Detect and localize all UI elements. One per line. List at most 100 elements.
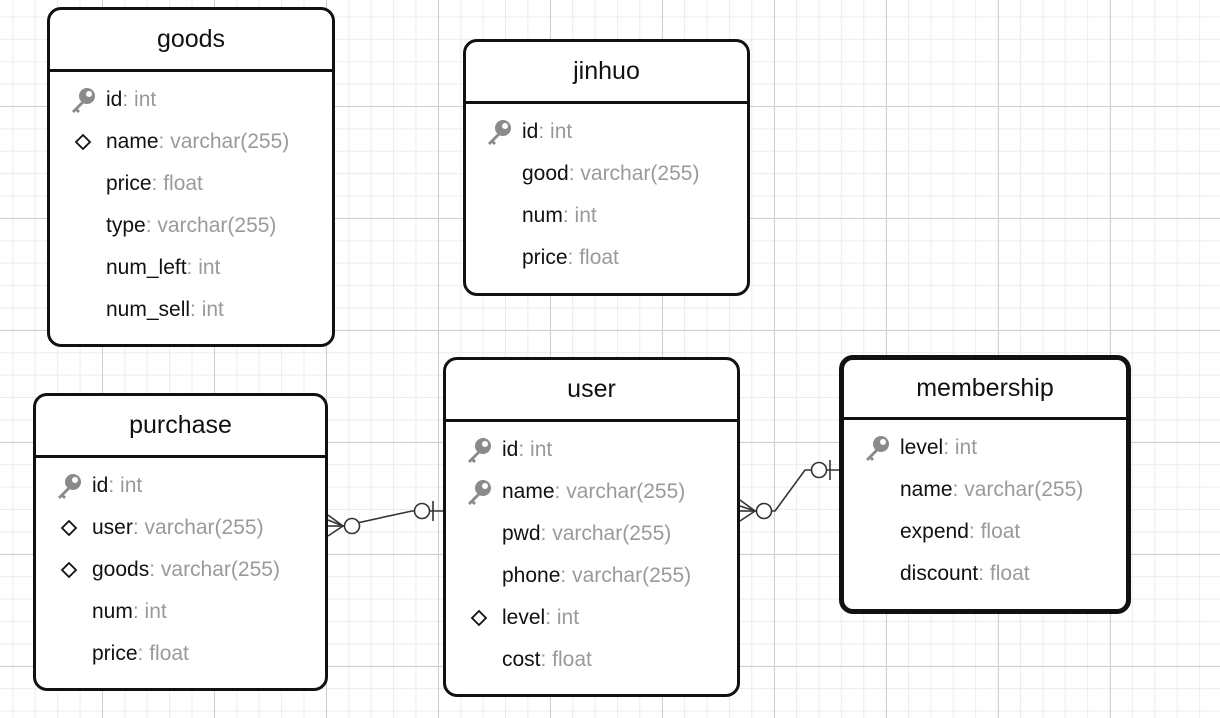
attribute-text: num: int: [92, 591, 167, 633]
attribute-row[interactable]: discount: float: [844, 553, 1126, 595]
attribute-name: level: [502, 606, 546, 629]
attribute-name: num_left: [106, 256, 187, 279]
crowfoot-lower: [739, 510, 756, 522]
key-icon: [862, 427, 892, 469]
attribute-text: expend: float: [900, 511, 1020, 553]
relationship-user-membership[interactable]: [739, 460, 839, 522]
attribute-type: : int: [562, 204, 597, 227]
attribute-text: price: float: [92, 633, 189, 675]
attribute-row[interactable]: level: int: [844, 427, 1126, 469]
relationship-purchase-user[interactable]: [327, 501, 443, 537]
attribute-row[interactable]: name: varchar(255): [844, 469, 1126, 511]
attribute-row[interactable]: name: varchar(255): [50, 121, 332, 163]
attribute-type: : varchar(255): [952, 478, 1084, 501]
attribute-name: pwd: [502, 522, 541, 545]
zero-circle-many-end: [755, 502, 773, 520]
key-icon: [464, 429, 494, 471]
attribute-row[interactable]: good: varchar(255): [466, 153, 747, 195]
attribute-type: : varchar(255): [149, 558, 280, 581]
attribute-name: good: [522, 162, 569, 185]
attribute-row[interactable]: price: float: [50, 163, 332, 205]
attribute-row[interactable]: num_left: int: [50, 247, 332, 289]
attribute-row[interactable]: type: varchar(255): [50, 205, 332, 247]
entity-title: goods: [50, 10, 332, 72]
attribute-name: price: [522, 246, 568, 269]
attribute-type: : float: [540, 648, 592, 671]
crowfoot-upper: [739, 499, 756, 512]
attribute-type: : varchar(255): [554, 480, 686, 503]
attribute-text: pwd: varchar(255): [502, 513, 671, 555]
attribute-text: num: int: [522, 195, 597, 237]
attribute-name: id: [106, 88, 123, 111]
attribute-text: id: int: [106, 79, 156, 121]
attribute-row[interactable]: id: int: [446, 429, 737, 471]
attribute-row[interactable]: level: int: [446, 597, 737, 639]
zero-circle-many-end: [343, 517, 361, 535]
entity-title: jinhuo: [466, 42, 747, 104]
attribute-text: user: varchar(255): [92, 507, 264, 549]
attribute-type: : int: [190, 298, 224, 321]
attribute-text: price: float: [106, 163, 203, 205]
attribute-name: num_sell: [106, 298, 191, 321]
diamond-icon: [470, 597, 488, 639]
attribute-name: name: [106, 130, 159, 153]
diamond-icon: [74, 121, 92, 163]
attribute-type: : varchar(255): [145, 214, 277, 237]
attribute-name: price: [92, 642, 138, 665]
key-icon: [54, 465, 84, 507]
attribute-text: level: int: [502, 597, 579, 639]
attribute-type: : int: [122, 88, 157, 111]
attribute-text: discount: float: [900, 553, 1030, 595]
attribute-text: id: int: [522, 111, 572, 153]
attribute-name: num: [522, 204, 563, 227]
zero-circle-one-end: [413, 502, 431, 520]
attribute-type: : float: [151, 172, 203, 195]
attribute-text: price: float: [522, 237, 619, 279]
attribute-row[interactable]: phone: varchar(255): [446, 555, 737, 597]
attribute-name: level: [900, 436, 944, 459]
attribute-name: price: [106, 172, 152, 195]
relationship-line: [327, 510, 443, 527]
attribute-row[interactable]: user: varchar(255): [36, 507, 325, 549]
attribute-row[interactable]: name: varchar(255): [446, 471, 737, 513]
attribute-row[interactable]: id: int: [466, 111, 747, 153]
attribute-name: discount: [900, 562, 979, 585]
attribute-row[interactable]: price: float: [466, 237, 747, 279]
attribute-type: : float: [567, 246, 619, 269]
crowfoot-lower: [327, 525, 344, 537]
attribute-row[interactable]: cost: float: [446, 639, 737, 681]
attribute-type: : int: [518, 438, 553, 461]
attribute-name: phone: [502, 564, 561, 587]
attribute-text: good: varchar(255): [522, 153, 699, 195]
attribute-row[interactable]: price: float: [36, 633, 325, 675]
key-icon: [464, 471, 494, 513]
attribute-row[interactable]: id: int: [50, 79, 332, 121]
attribute-type: : int: [186, 256, 221, 279]
attribute-name: num: [92, 600, 133, 623]
attribute-type: : float: [978, 562, 1030, 585]
attribute-row[interactable]: num: int: [466, 195, 747, 237]
attribute-type: : int: [538, 120, 573, 143]
attribute-name: name: [502, 480, 555, 503]
attribute-row[interactable]: goods: varchar(255): [36, 549, 325, 591]
relationship-line: [739, 469, 839, 512]
zero-circle-one-end: [810, 461, 828, 479]
attribute-name: name: [900, 478, 953, 501]
attribute-row[interactable]: id: int: [36, 465, 325, 507]
attribute-name: id: [92, 474, 109, 497]
attribute-name: id: [502, 438, 519, 461]
attribute-type: : int: [545, 606, 580, 629]
attribute-row[interactable]: num: int: [36, 591, 325, 633]
attribute-row[interactable]: expend: float: [844, 511, 1126, 553]
attribute-row[interactable]: num_sell: int: [50, 289, 332, 331]
attribute-row[interactable]: pwd: varchar(255): [446, 513, 737, 555]
attribute-text: level: int: [900, 427, 977, 469]
